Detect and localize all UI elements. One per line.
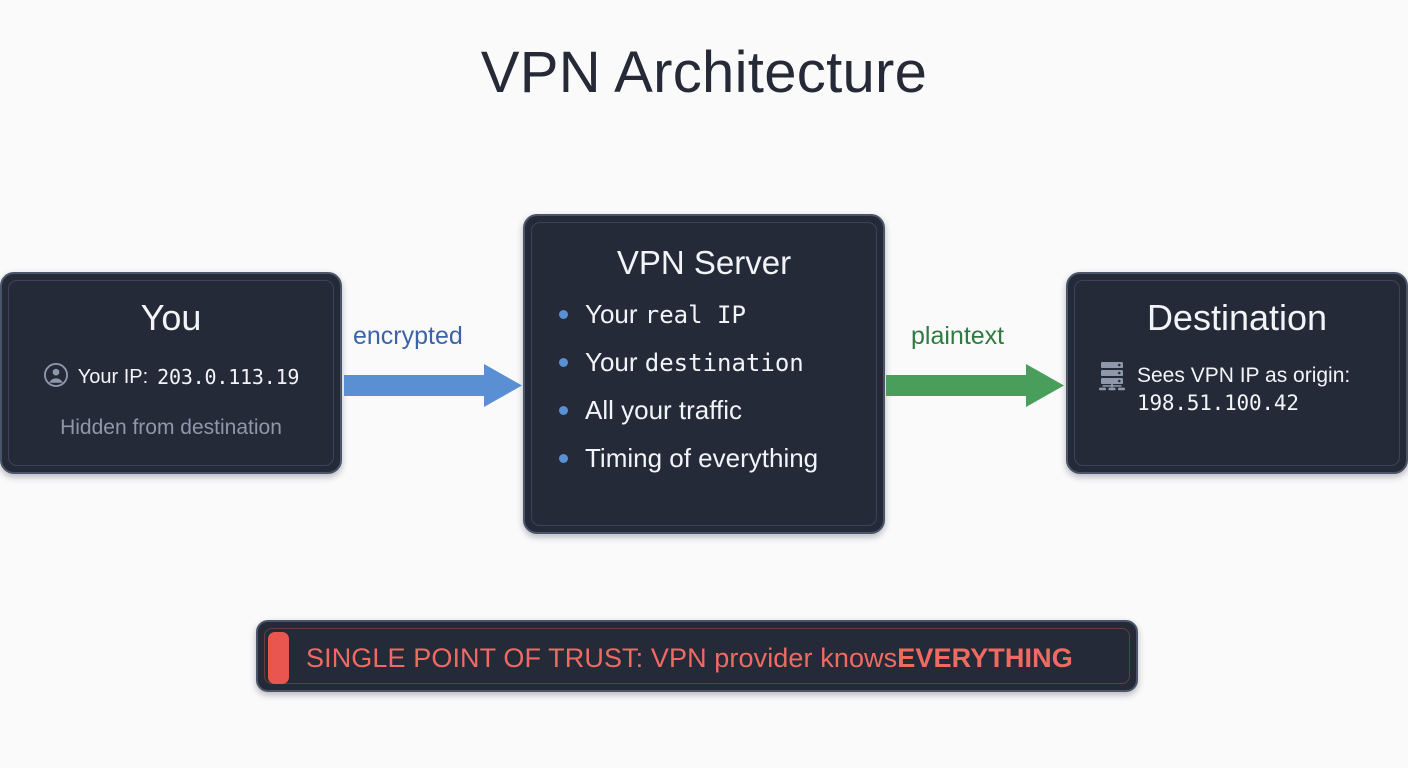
- node-you-content: You Your IP: 203.0.113.19 Hidden from de…: [2, 274, 340, 472]
- node-you-title: You: [140, 297, 202, 338]
- flow-label-encrypted: encrypted: [353, 322, 463, 350]
- list-item-text: Your: [585, 299, 638, 329]
- node-vpn-server-title: VPN Server: [616, 244, 792, 281]
- page-title: VPN Architecture: [480, 40, 928, 105]
- list-item: Your destination: [559, 349, 883, 375]
- warning-accent-bar: [268, 632, 289, 684]
- bullet-icon: [559, 406, 568, 415]
- node-destination-ip-value: 198.51.100.42: [1137, 390, 1299, 415]
- bullet-icon: [559, 358, 568, 367]
- warning-text-prefix: SINGLE POINT OF TRUST: VPN provider know…: [306, 642, 898, 673]
- node-you-ip-value: 203.0.113.19: [157, 365, 300, 389]
- node-you-subtext: Hidden from destination: [60, 416, 282, 439]
- vpn-capability-list: Your real IP Your destination All your t…: [525, 279, 883, 471]
- list-item-text: Timing of everything: [585, 443, 819, 473]
- node-vpn-server: VPN Server Your real IP Your destination…: [523, 214, 885, 534]
- bullet-icon: [559, 454, 568, 463]
- warning-banner: SINGLE POINT OF TRUST: VPN provider know…: [256, 620, 1138, 692]
- node-destination-text-block: Sees VPN IP as origin: 198.51.100.42: [1137, 361, 1350, 415]
- server-icon: [1098, 361, 1126, 396]
- node-you-ip-label: Your IP:: [77, 366, 149, 388]
- warning-text: SINGLE POINT OF TRUST: VPN provider know…: [306, 622, 1073, 694]
- node-you: You Your IP: 203.0.113.19 Hidden from de…: [0, 272, 342, 474]
- node-destination-line1: Sees VPN IP as origin:: [1137, 364, 1351, 387]
- node-destination: Destination: [1066, 272, 1408, 474]
- list-item-mono: real IP: [644, 301, 746, 329]
- node-destination-content: Destination: [1068, 274, 1406, 472]
- node-destination-info-row: Sees VPN IP as origin: 198.51.100.42: [1068, 361, 1406, 415]
- list-item-mono: destination: [644, 349, 804, 377]
- node-you-ip-row: Your IP: 203.0.113.19: [2, 362, 340, 392]
- list-item: Timing of everything: [559, 445, 883, 471]
- warning-text-emphasis: EVERYTHING: [897, 642, 1073, 673]
- list-item-text: All your traffic: [585, 395, 743, 425]
- node-vpn-server-content: VPN Server Your real IP Your destination…: [525, 216, 883, 532]
- list-item-text: Your: [585, 347, 638, 377]
- node-destination-title: Destination: [1146, 297, 1328, 338]
- bullet-icon: [559, 310, 568, 319]
- person-icon: [43, 362, 69, 392]
- flow-arrow-encrypted: [344, 364, 522, 413]
- list-item: All your traffic: [559, 397, 883, 423]
- flow-arrow-plaintext: [886, 364, 1064, 413]
- list-item: Your real IP: [559, 301, 883, 327]
- flow-label-plaintext: plaintext: [911, 322, 1005, 350]
